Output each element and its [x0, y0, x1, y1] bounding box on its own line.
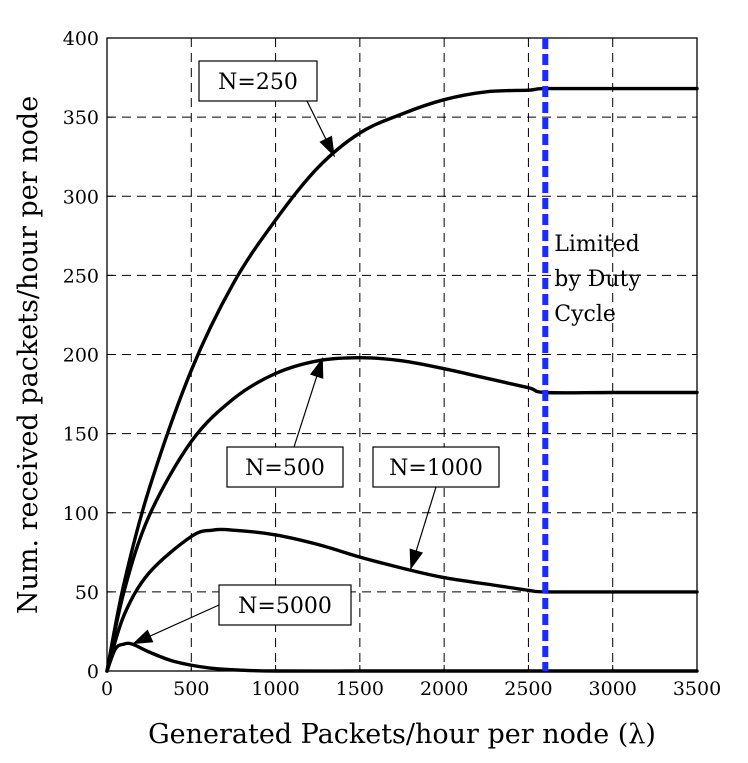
- grid: [107, 38, 697, 671]
- annotation-n-500: N=500: [226, 357, 344, 488]
- y-tick-label: 0: [87, 661, 99, 683]
- annotation-arrow-head: [409, 548, 424, 570]
- annotation-arrow-head: [132, 629, 154, 645]
- annotation-n-1000: N=1000: [372, 446, 500, 570]
- series-line-n-500: [105, 356, 699, 673]
- series-line-n-5000: [105, 641, 699, 673]
- annotation-box: [218, 584, 352, 626]
- annotation-n-5000: N=5000: [132, 584, 352, 645]
- annotation-arrow-head: [319, 135, 335, 157]
- x-tick-label: 500: [173, 678, 209, 700]
- annotation-box: [372, 446, 500, 488]
- y-tick-label: 400: [63, 28, 99, 50]
- duty-cycle-label-line: Cycle: [554, 302, 616, 327]
- annotation-n-250: N=250: [198, 60, 336, 157]
- annotation-arrow-head: [309, 357, 324, 379]
- annotation-label: N=250: [218, 70, 298, 95]
- y-tick-label: 300: [63, 186, 99, 208]
- y-tick-label: 50: [75, 582, 99, 604]
- x-tick-label: 1000: [251, 678, 299, 700]
- y-tick-label: 100: [63, 503, 99, 525]
- x-tick-label: 2000: [420, 678, 468, 700]
- y-ticks: 0 50 100 150 200 250 300 350 400: [63, 28, 113, 683]
- y-tick-label: 200: [63, 345, 99, 367]
- series-lines: [105, 86, 699, 673]
- x-tick-label: 3000: [589, 678, 637, 700]
- x-tick-label: 1500: [336, 678, 384, 700]
- y-tick-label: 250: [63, 265, 99, 287]
- x-tick-label: 3500: [673, 678, 721, 700]
- duty-cycle-label-line: Limited: [554, 232, 640, 257]
- y-axis-label: Num. received packets/hour per node: [13, 96, 44, 614]
- y-tick-label: 150: [63, 424, 99, 446]
- x-tick-label: 0: [101, 678, 113, 700]
- x-tick-label: 2500: [504, 678, 552, 700]
- x-ticks: 0 500 1000 1500 2000 2500 3000 3500: [101, 665, 721, 700]
- annotation-box: [226, 446, 344, 488]
- annotation-box: [198, 60, 318, 102]
- series-line-n-1000: [105, 527, 699, 673]
- y-tick-label: 350: [63, 107, 99, 129]
- annotation-label: N=500: [245, 456, 325, 481]
- annotation-label: N=1000: [389, 456, 483, 481]
- x-axis-label: Generated Packets/hour per node (λ): [148, 719, 656, 750]
- annotation-label: N=5000: [238, 594, 332, 619]
- duty-cycle-label-line: by Duty: [554, 267, 641, 292]
- series-line-n-250: [105, 86, 699, 673]
